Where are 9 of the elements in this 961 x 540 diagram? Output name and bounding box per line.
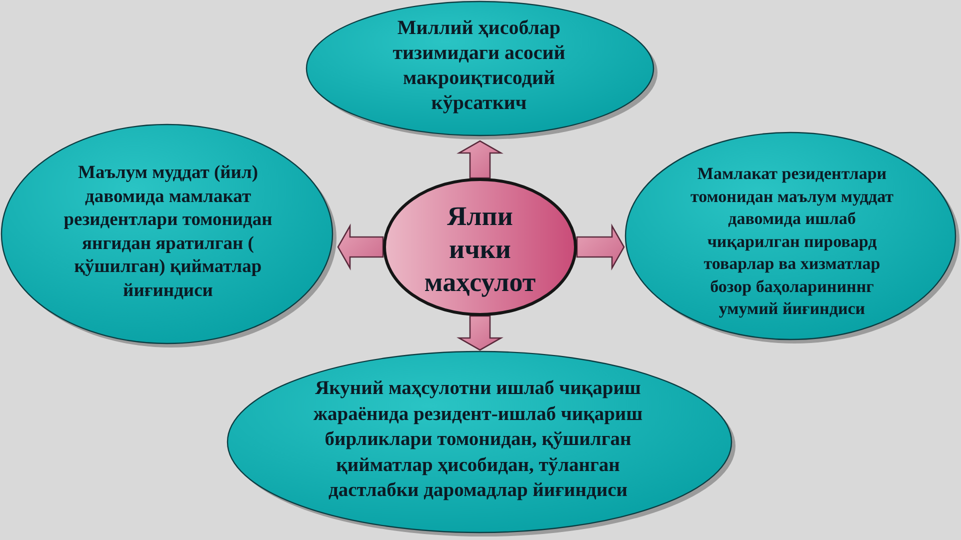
node-text: Миллий ҳисоблар тизимидаги асосий макроиқтисодий кўрсаткич — [392, 16, 566, 116]
block-arrow — [456, 315, 504, 351]
block-arrow — [337, 224, 384, 270]
block-arrow — [456, 140, 504, 179]
node-text: Мамлакат резидентлари томонидан маълум муддат давомида ишлаб чиқарилган пировард товарлар ва хизматлар бозор баҳоларининнг умумий йиғиндиси — [689, 163, 895, 320]
node-text: Маълум муддат (йил) давомида мамлакат резидентлари томонидан янгидан яратилган ( қўшилган) қийматлар йиғиндиси — [62, 162, 274, 302]
block-arrow — [576, 224, 625, 270]
node-text: Ялпи ички маҳсулот — [423, 200, 537, 299]
node-text: Якуний маҳсулотни ишлаб чиқариш жараёнида резидент-ишлаб чиқариш бирликлари томонидан, қўшилган қийматлар ҳисобидан, тўланган дастлабки даромадлар йиғиндиси — [312, 377, 644, 503]
